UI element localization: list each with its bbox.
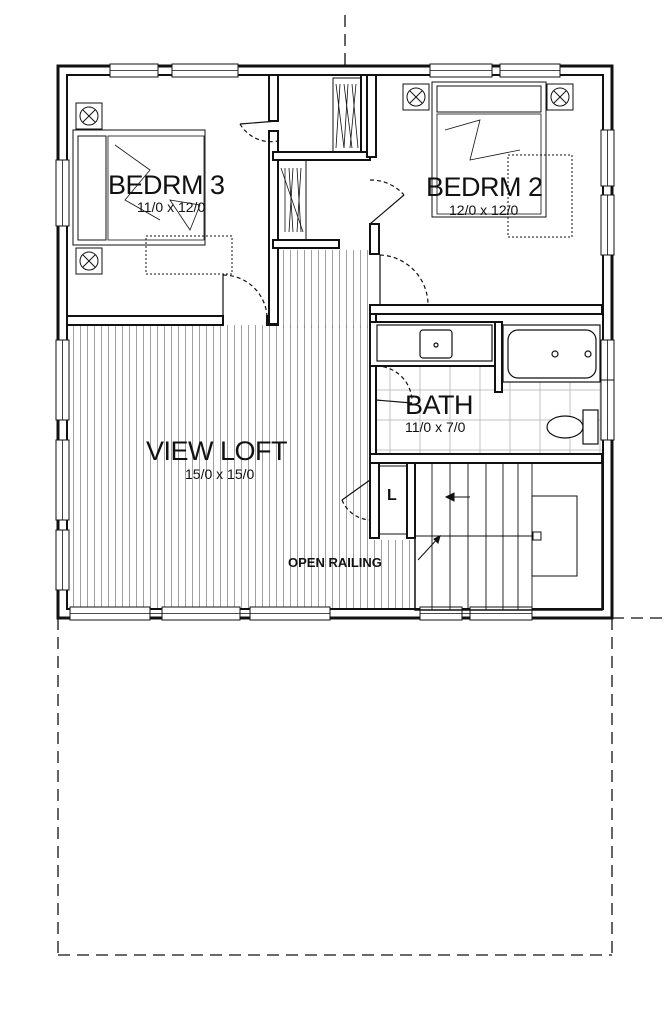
bedroom3-dims: 11/0 x 12/0: [137, 199, 205, 215]
loft-floor: [67, 325, 370, 610]
stair-landing-floor: [370, 540, 416, 610]
closets: [277, 77, 408, 535]
bath-dims: 11/0 x 7/0: [405, 419, 466, 435]
bedroom3-name: BEDRM 3: [108, 170, 225, 200]
open-railing-label: OPEN RAILING: [288, 555, 382, 570]
hall-floor: [278, 250, 370, 328]
bedroom2-name: BEDRM 2: [426, 172, 543, 202]
doors: [222, 120, 429, 521]
view-loft-name: VIEW LOFT: [146, 436, 287, 466]
bedroom2-dims: 12/0 x 12/0: [449, 202, 518, 218]
open-railing-leader: [417, 535, 441, 561]
lower-level-outline: [57, 15, 665, 956]
view-loft-dims: 15/0 x 15/0: [185, 466, 254, 482]
bath-name: BATH: [405, 390, 473, 420]
linen-closet-label: L: [387, 487, 397, 504]
nightstand-icons-bedroom3: [75, 102, 103, 275]
stair: [414, 462, 603, 611]
bath-fixtures: [376, 324, 601, 445]
bed-bedroom2: [431, 81, 573, 238]
bed-bedroom3: [72, 129, 233, 275]
nightstand-icons-bedroom2: [402, 83, 574, 111]
